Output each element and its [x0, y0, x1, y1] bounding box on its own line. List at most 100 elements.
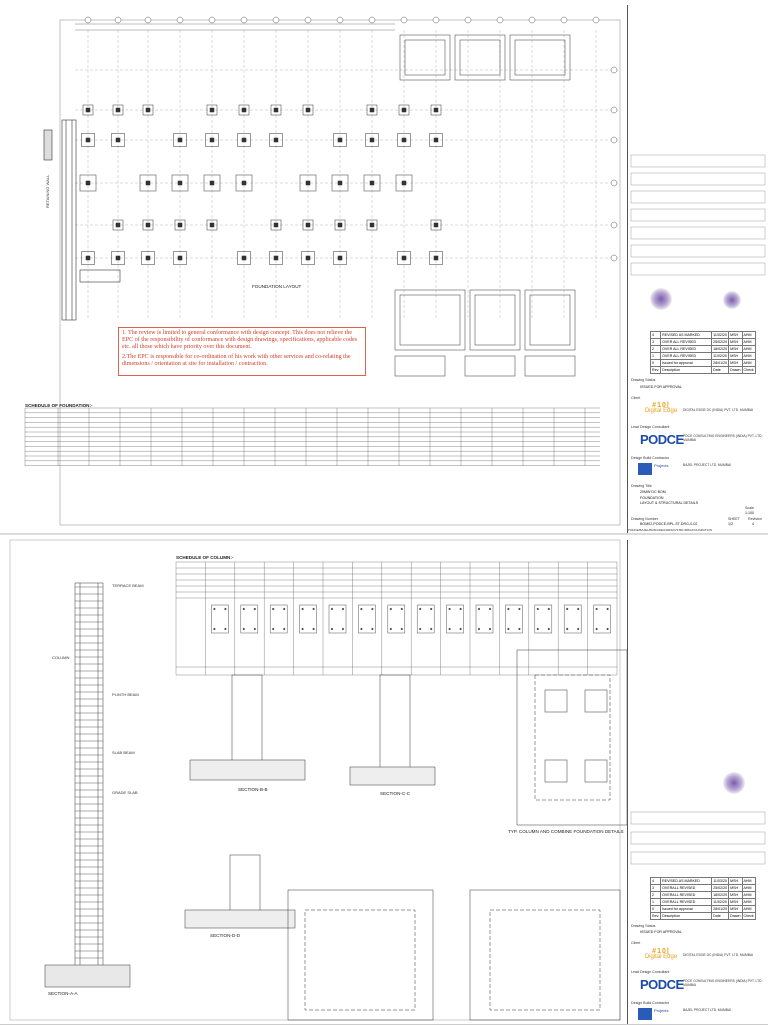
drawing-title-label: Drawing Title — [631, 484, 652, 488]
footing — [81, 133, 95, 147]
revision1-cell-desc: Issued for approval — [660, 359, 713, 367]
footing — [366, 104, 378, 116]
footing — [270, 219, 282, 231]
rebar-dot — [341, 607, 345, 611]
column-pier — [115, 137, 121, 143]
revision-value: 4 — [752, 522, 754, 526]
grid-bubble — [84, 16, 92, 24]
column-section — [593, 604, 611, 634]
column-pier — [369, 137, 375, 143]
column-pier — [337, 222, 343, 228]
title-block-2-notes — [630, 811, 766, 865]
revision2-cell-desc: Issued for approval — [660, 905, 713, 913]
column-pier — [177, 222, 183, 228]
revision1-cell-drawn: MSH — [728, 345, 743, 353]
footing — [395, 174, 413, 192]
column-pier — [85, 107, 91, 113]
bajel-logo: Projects — [638, 463, 668, 475]
rebar-dot — [253, 607, 256, 611]
revision2-cell-drawn: MSH — [728, 898, 743, 906]
revision2-cell-rev: 0 — [649, 905, 662, 913]
sheet-separator — [0, 533, 768, 536]
footer-path: PODCE/BAJEL/BOM1/DEGWR/DC/STRL/DRG/FOUND… — [628, 528, 712, 532]
footing — [206, 104, 218, 116]
column-section — [534, 604, 553, 634]
rebar-dot — [577, 607, 580, 611]
footing — [79, 174, 97, 192]
revision2-cell-drawn: MSH — [728, 877, 743, 885]
footing — [203, 174, 221, 192]
revision1-cell-date: 25/02/20 — [711, 338, 730, 346]
revision2-cell-drawn: Drawn — [728, 912, 743, 920]
column-pier — [145, 222, 151, 228]
typical-detail-title: TYP. COLUMN AND COMBINE FOUNDATION DETAI… — [508, 829, 624, 834]
rebar-dot — [301, 627, 304, 631]
review-note-1: 1. The review is limited to general conf… — [122, 330, 358, 351]
rebar-dot — [371, 627, 374, 631]
revision1-cell-drawn: MSH — [728, 352, 743, 360]
revision2-cell-chk: AHM — [741, 891, 756, 899]
contractor-label-2: Design Build Contractor — [631, 1001, 669, 1005]
rebar-dot — [518, 607, 521, 611]
revision1-cell-rev: 1 — [649, 352, 662, 360]
rebar-dot — [477, 607, 481, 611]
revision2-cell-date: 25/02/20 — [711, 884, 730, 892]
section-dd-title: SECTION-D-D — [210, 933, 241, 938]
title-block-2 — [627, 540, 768, 1024]
footing — [174, 219, 186, 231]
rebar-dot — [459, 627, 462, 631]
footing — [269, 251, 283, 265]
footing — [301, 251, 315, 265]
column-section — [328, 604, 347, 634]
grid-bubble — [464, 16, 472, 24]
footing — [331, 174, 349, 192]
revision1-cell-desc: REVISED AS MARKED — [660, 331, 713, 339]
footing — [366, 219, 378, 231]
revision1-cell-date: 11/02/20 — [711, 331, 730, 339]
foundation-layout-title: FOUNDATION LAYOUT — [252, 284, 302, 289]
footing — [206, 219, 218, 231]
rebar-dot — [536, 607, 539, 611]
column-section — [299, 604, 317, 634]
client-label-2: Client — [631, 941, 641, 945]
rebar-dot — [577, 627, 580, 631]
revision2-cell-drawn: MSH — [728, 884, 743, 892]
revision1-cell-rev: Rev. — [649, 366, 662, 374]
rebar-dot — [606, 627, 609, 631]
column-pier — [337, 180, 343, 186]
revision2-cell-rev: 4 — [649, 877, 662, 885]
rebar-dot — [213, 607, 216, 611]
column-schedule-title: SCHEDULE OF COLUMN:- — [176, 555, 234, 560]
drawing-number: BOM02-PODCE-BPL-ST-DRG-0-02 — [640, 522, 698, 526]
column-pier — [115, 255, 121, 261]
drawing-status: ISSUED FOR APPROVAL — [640, 385, 682, 389]
scale-value: 1:100 — [745, 511, 754, 515]
rebar-dot — [330, 627, 334, 631]
footing — [173, 251, 187, 265]
rebar-dot — [400, 627, 403, 631]
revision1-cell-desc: Description — [660, 366, 713, 374]
footing — [237, 133, 251, 147]
rebar-dot — [400, 607, 403, 611]
rebar-dot — [419, 607, 422, 611]
rebar-dot — [330, 607, 334, 611]
revision2-cell-desc: REVISED AS MARKED — [660, 877, 713, 885]
grid-bubble — [528, 16, 536, 24]
footing — [111, 133, 125, 147]
grid-bubble — [560, 16, 568, 24]
footing — [237, 251, 251, 265]
footing — [430, 104, 442, 116]
digital-edge-logo-mark-2: #10| — [652, 948, 670, 955]
revision1-cell-drawn: MSH — [728, 338, 743, 346]
column-pier — [273, 107, 279, 113]
revision1-cell-rev: 2 — [649, 345, 662, 353]
column-pier — [241, 137, 247, 143]
column-pier — [177, 137, 183, 143]
column-pier — [115, 107, 121, 113]
plinth-beam-label: PLINTH BEAM — [112, 692, 139, 697]
